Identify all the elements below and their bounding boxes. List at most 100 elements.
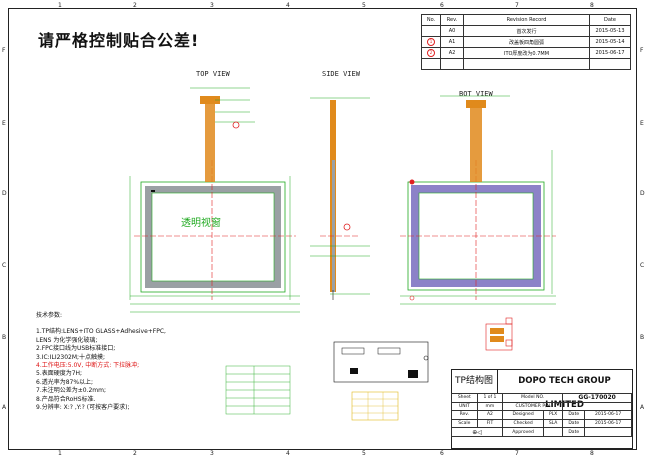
zone-number: 8: [590, 450, 594, 457]
title-block-row: Rev. A2 Designed PLX Date 2015-06-17: [451, 410, 632, 420]
zone-letter: A: [2, 404, 7, 411]
note-item: 5.表面硬度为7H;: [36, 370, 83, 378]
tb-cell: Rev.: [451, 410, 478, 420]
title-block-row: Scale FIT Checked SLA Date 2015-06-17: [451, 418, 632, 429]
projection-icon: ⊕◁: [472, 428, 482, 436]
zone-number: 8: [590, 2, 594, 9]
tb-cell: UNIT: [451, 401, 478, 412]
tb-cell: [584, 427, 632, 437]
rev-no: 2: [421, 47, 441, 59]
page-title: 请严格控制贴合公差!: [38, 31, 200, 50]
zone-number: 1: [58, 2, 62, 9]
company-name: DOPO TECH GROUP LIMITED: [498, 369, 631, 410]
revision-row-empty: [421, 58, 631, 70]
tb-cell: Date: [562, 418, 586, 429]
zone-number: 5: [362, 450, 366, 457]
tb-cell: FIT: [476, 418, 504, 429]
title-block-table: Sheet 1 of 1 Model NO. GG-170020 UNIT mm…: [450, 393, 632, 437]
zone-number: 4: [286, 450, 290, 457]
top-view-fpc: [205, 102, 215, 182]
side-view-red-marker: [343, 223, 351, 231]
tb-cell: Checked: [502, 418, 545, 429]
bottom-view-fpc: [470, 106, 482, 182]
rev-marker-1: 1: [427, 38, 435, 46]
zone-number: 4: [286, 2, 290, 9]
pcb-drawing: [333, 341, 429, 383]
side-view-label: SIDE VIEW: [322, 70, 360, 78]
zone-letter: B: [2, 334, 7, 341]
tb-cell: [543, 427, 564, 437]
top-view-label: TOP VIEW: [196, 70, 230, 78]
zone-letter: E: [640, 120, 644, 127]
note-item: 9.分辨率: X:? ,Y:? (可按客户要求);: [36, 404, 130, 412]
zone-letter: F: [2, 47, 6, 54]
revision-row: 1 A1 改盖板四角圆弧 2015-05-14: [421, 36, 631, 48]
tb-cell: PLX: [543, 410, 564, 420]
note-item: 2.FPC接口线为USB标准接口;: [36, 345, 116, 353]
tb-cell: Date: [562, 427, 586, 437]
window-label: 透明视窗: [181, 218, 221, 229]
bottom-view-drawing: [400, 95, 556, 305]
tb-cell: SLA: [543, 418, 564, 429]
zone-letter: B: [640, 334, 645, 341]
tb-cell: Model NO.: [502, 393, 564, 403]
title-block-row: UNIT mm CUSTOMER P/N: [451, 401, 632, 412]
fpc-detail-drawing: [485, 317, 513, 351]
zone-letter: D: [2, 190, 7, 197]
top-view-window: [151, 192, 275, 282]
bottom-view-red-marker: [409, 179, 415, 185]
zone-number: 7: [515, 2, 519, 9]
model-number: GG-170020: [562, 393, 632, 403]
note-item: 1.TP结构:LENS+ITO GLASS+Adhesive+FPC,: [36, 328, 166, 336]
zone-number: 5: [362, 2, 366, 9]
note-item: 6.透光率为87%以上;: [36, 378, 94, 386]
drawing-frame: [8, 8, 637, 450]
zone-number: 6: [440, 2, 444, 9]
tb-cell: mm: [476, 401, 504, 412]
tb-cell: Scale: [451, 418, 478, 429]
tb-cell: A2: [476, 410, 504, 420]
zone-number: 6: [440, 450, 444, 457]
note-item: 3.IC:ILI2302M;十点触摸;: [36, 353, 106, 361]
zone-number: 7: [515, 450, 519, 457]
top-view-drawing: [129, 87, 300, 313]
zone-letter: E: [2, 120, 6, 127]
revision-table: No. Rev. Revision Record Date A0 首次发行 20…: [421, 14, 631, 70]
notes-heading: 技术参数:: [36, 312, 63, 319]
tb-cell: Sheet: [451, 393, 478, 403]
tb-cell: 1 of 1: [476, 393, 504, 403]
tb-cell: 2015-06-17: [584, 418, 632, 429]
title-block-row: Sheet 1 of 1 Model NO. GG-170020: [451, 393, 632, 403]
tb-cell: Designed: [502, 410, 545, 420]
tb-cell: 2015-06-17: [584, 410, 632, 420]
zone-number: 2: [133, 2, 137, 9]
zone-letter: D: [640, 190, 645, 197]
side-view-drawing: [310, 97, 370, 300]
technical-notes: 技术参数: 1.TP结构:LENS+ITO GLASS+Adhesive+FPC…: [36, 312, 166, 412]
zone-letter: F: [640, 47, 644, 54]
rev-marker-2: 2: [427, 49, 435, 57]
tb-cell: Date: [562, 410, 586, 420]
layer-legend-grid: [351, 391, 399, 421]
title-block-row: ⊕◁ Approved Date: [450, 427, 632, 437]
note-item: 7.未注明公差为±0.2mm;: [36, 387, 107, 395]
note-item: 4.工作电压:5.0V, 中断方式: 下拉脉冲;: [36, 362, 140, 370]
note-item: 8.产品符合RoHS标准.: [36, 395, 96, 403]
zone-letter: A: [640, 404, 645, 411]
zone-letter: C: [2, 262, 7, 269]
zone-number: 3: [210, 2, 214, 9]
note-item: LENS 为化学强化玻璃;: [36, 336, 98, 344]
tb-cell: Approved: [502, 427, 545, 437]
projection-symbol: ⊕◁: [450, 427, 504, 437]
green-spec-table: [225, 365, 291, 415]
zone-letter: C: [640, 262, 645, 269]
bottom-view-label: BOT VIEW: [459, 90, 493, 98]
structure-label: TP结构图: [451, 369, 498, 394]
top-view-red-marker: [232, 121, 240, 129]
tb-cell: [562, 401, 632, 412]
zone-number: 1: [58, 450, 62, 457]
zone-number: 3: [210, 450, 214, 457]
tb-cell: CUSTOMER P/N: [502, 401, 564, 412]
zone-number: 2: [133, 450, 137, 457]
